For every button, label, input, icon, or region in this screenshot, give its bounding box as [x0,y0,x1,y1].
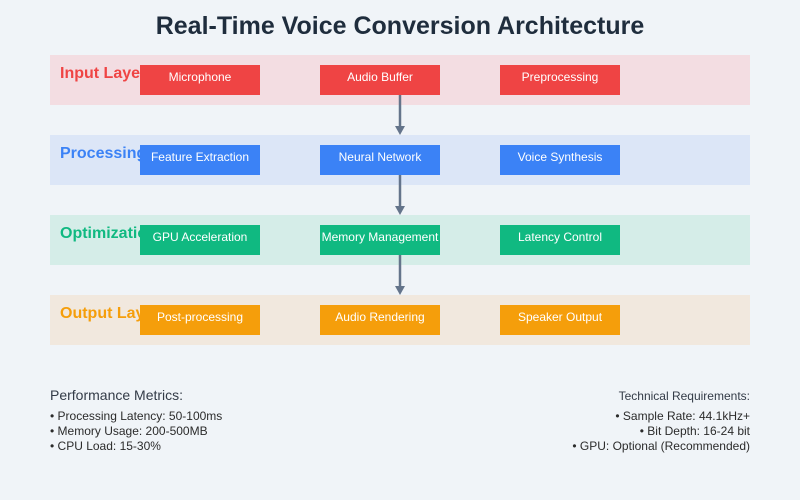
arrow-processing-to-optimization [395,175,405,215]
metric-processing-latency: • Processing Latency: 50-100ms [50,409,223,423]
arrow-optimization-to-output [395,255,405,295]
latency-control-box: Latency Control [500,225,620,255]
memory-management-box: Memory Management [320,225,440,255]
metric-cpu-load: • CPU Load: 15-30% [50,439,161,453]
diagram-title: Real-Time Voice Conversion Architecture [155,12,645,40]
input-layer-label: Input Layer [60,65,147,82]
audio-buffer-box: Audio Buffer [320,65,440,95]
microphone-box: Microphone [140,65,260,95]
voice-synthesis-box: Voice Synthesis [500,145,620,175]
technical-requirements-title: Technical Requirements: [618,389,750,403]
feature-extraction-box: Feature Extraction [140,145,260,175]
arrow-input-to-processing [395,95,405,135]
requirement-bit-depth: • Bit Depth: 16-24 bit [639,424,750,438]
input-layer-band: Input Layer Microphone Audio Buffer Prep… [50,55,750,105]
post-processing-box: Post-processing [140,305,260,335]
neural-network-box: Neural Network [320,145,440,175]
speaker-output-box: Speaker Output [500,305,620,335]
requirement-gpu: • GPU: Optional (Recommended) [572,439,750,453]
output-layer-band: Output Layer Post-processing Audio Rende… [50,295,750,345]
requirement-sample-rate: • Sample Rate: 44.1kHz+ [615,409,750,423]
gpu-acceleration-box: GPU Acceleration [140,225,260,255]
output-layer-label: Output Layer [60,305,160,322]
preprocessing-box: Preprocessing [500,65,620,95]
metric-memory-usage: • Memory Usage: 200-500MB [50,424,208,438]
audio-rendering-box: Audio Rendering [320,305,440,335]
performance-metrics-title: Performance Metrics: [50,387,184,403]
